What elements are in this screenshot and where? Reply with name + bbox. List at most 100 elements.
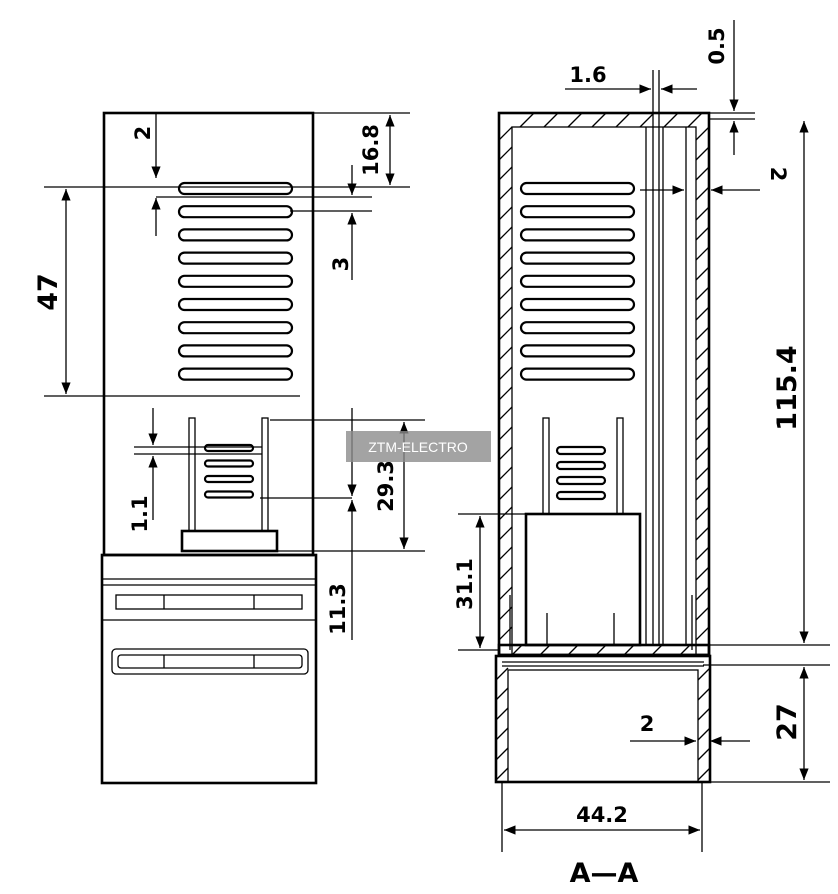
hatch-line xyxy=(495,767,509,781)
pin-slot xyxy=(555,460,607,471)
dim-bottom-gap-label: 2 xyxy=(640,712,655,736)
dim-top-gap-label: 2 xyxy=(131,126,155,141)
hatch-line xyxy=(697,747,711,761)
hatch-line xyxy=(695,486,710,501)
dim-right-gap: 2 xyxy=(640,167,790,195)
hatch-line xyxy=(498,406,513,421)
vent-slot xyxy=(519,297,636,312)
hatch-line xyxy=(498,446,513,461)
hatch-line xyxy=(495,707,509,721)
dim-wall-label: 1.6 xyxy=(569,63,606,87)
dim-pin-gap-label: 1.1 xyxy=(128,495,152,532)
dim-body-height: 115.4 xyxy=(703,120,830,666)
watermark-text: ZTM-ELECTRO xyxy=(368,439,468,455)
hatch-line xyxy=(697,727,711,741)
hatch-line xyxy=(498,126,513,141)
dim-base-block: 27 xyxy=(710,667,830,783)
hatch-line xyxy=(495,727,509,741)
hatch-line xyxy=(498,466,513,481)
hatch-line xyxy=(543,112,559,128)
hatch-line xyxy=(663,112,679,128)
hatch-line xyxy=(695,446,710,461)
hatch-line xyxy=(639,112,655,128)
pin-slot xyxy=(203,459,255,468)
hatch-line xyxy=(498,486,513,501)
hatch-line xyxy=(595,644,607,656)
pin-slot xyxy=(203,490,255,499)
hatch-line xyxy=(695,306,710,321)
dim-lid-gap: 0.5 xyxy=(705,20,755,155)
front-base-inset-upper xyxy=(115,594,303,610)
hatch-line xyxy=(695,386,710,401)
vent-slot xyxy=(519,228,636,242)
dim-wall: 1.6 xyxy=(565,63,697,127)
hatch-line xyxy=(498,206,513,221)
hatch-line xyxy=(687,112,703,128)
front-base-block xyxy=(100,553,318,785)
hatch-line xyxy=(695,186,710,201)
section-view: 1.6 0.5 2 115.4 27 xyxy=(453,20,830,889)
vent-slot xyxy=(177,181,294,196)
vent-slot xyxy=(519,344,636,358)
hatch-line xyxy=(615,112,631,128)
hatch-line xyxy=(697,667,711,681)
hatch-line xyxy=(495,667,509,681)
dim-slot-pitch-label: 3 xyxy=(329,257,353,272)
dim-top-offset-label: 16.8 xyxy=(359,124,383,176)
hatch-line xyxy=(695,566,710,581)
hatch-line xyxy=(498,166,513,181)
vent-slot xyxy=(177,321,294,335)
hatch-line xyxy=(498,586,513,601)
pin-slot xyxy=(555,475,607,486)
hatch-line xyxy=(567,112,583,128)
pin-slot xyxy=(555,445,607,456)
hatch-line xyxy=(695,246,710,261)
hatch-line xyxy=(498,526,513,541)
dim-width-label: 44.2 xyxy=(576,803,628,827)
vent-slot xyxy=(519,321,636,335)
hatch-line xyxy=(498,386,513,401)
hatch-line xyxy=(498,146,513,161)
section-module xyxy=(524,512,642,647)
hatch-line xyxy=(695,326,710,341)
vent-slot xyxy=(177,228,294,242)
vent-slot xyxy=(519,251,636,265)
hatch-line xyxy=(651,644,663,656)
dim-lid-gap-label: 0.5 xyxy=(705,27,729,64)
section-base-block xyxy=(494,654,712,784)
hatch-line xyxy=(498,186,513,201)
front-view: 2 47 16.8 3 xyxy=(33,111,425,785)
dim-slot-pitch: 3 xyxy=(156,165,372,280)
front-base-inset-lower xyxy=(111,648,309,675)
hatch-line xyxy=(695,466,710,481)
dim-bottom-gap: 2 xyxy=(630,712,750,746)
front-pin-right xyxy=(261,417,269,532)
hatch-line xyxy=(498,266,513,281)
dim-base-block-label: 27 xyxy=(772,703,803,741)
hatch-line xyxy=(495,687,509,701)
vent-slot xyxy=(519,367,636,381)
vent-slot xyxy=(177,344,294,358)
pin-slot xyxy=(203,443,255,453)
hatch-line xyxy=(695,166,710,181)
hatch-line xyxy=(695,506,710,521)
vent-slot xyxy=(177,367,294,381)
hatch-line xyxy=(498,286,513,301)
vent-slot xyxy=(177,297,294,312)
dim-module-height: 31.1 xyxy=(453,513,526,651)
hatch-line xyxy=(695,346,710,361)
hatch-line xyxy=(498,346,513,361)
section-pin-slots xyxy=(555,445,607,501)
hatch-line xyxy=(695,126,710,141)
dim-pin-gap: 1.1 xyxy=(128,408,262,533)
hatch-line xyxy=(695,546,710,561)
hatch-line xyxy=(695,426,710,441)
hatch-line xyxy=(695,266,710,281)
hatch-line xyxy=(623,644,635,656)
vent-slot xyxy=(519,205,636,219)
front-pin-left xyxy=(188,417,196,532)
dim-module-height-label: 31.1 xyxy=(453,558,477,610)
hatch-line xyxy=(695,286,710,301)
vent-slot xyxy=(177,274,294,288)
hatch-line xyxy=(695,606,710,621)
